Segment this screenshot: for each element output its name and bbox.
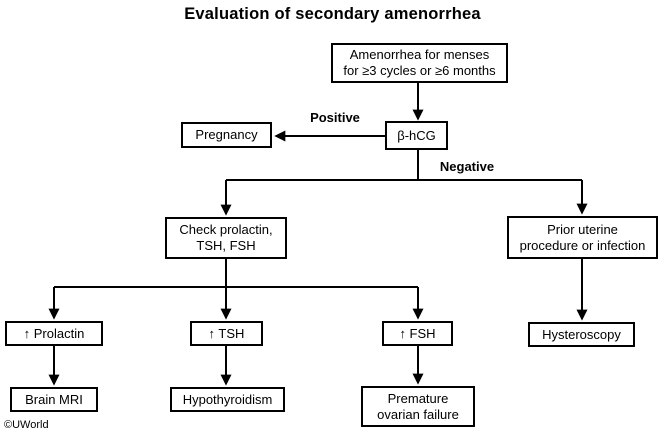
node-hysteroscopy: Hysteroscopy — [528, 322, 635, 347]
node-high-fsh-label: ↑ FSH — [399, 325, 436, 341]
edge-label-negative: Negative — [439, 159, 495, 174]
node-brain-mri-label: Brain MRI — [25, 391, 83, 407]
node-premature-ovarian-failure: Premature ovarian failure — [361, 386, 475, 427]
node-prior-uterine-procedure: Prior uterine procedure or infection — [507, 216, 658, 259]
node-pof-line1: Premature — [387, 390, 449, 406]
node-prior-uterine-line1: Prior uterine — [547, 221, 618, 237]
node-pregnancy: Pregnancy — [181, 122, 272, 148]
node-pregnancy-label: Pregnancy — [195, 127, 258, 142]
node-hypothyroidism: Hypothyroidism — [170, 387, 285, 412]
diagram-title: Evaluation of secondary amenorrhea — [184, 5, 481, 23]
node-pof-line2: ovarian failure — [377, 406, 459, 422]
node-high-tsh-label: ↑ TSH — [208, 325, 245, 341]
node-high-fsh: ↑ FSH — [382, 321, 453, 346]
node-hypothyroidism-label: Hypothyroidism — [182, 391, 273, 407]
node-beta-hcg: β-hCG — [385, 121, 448, 150]
copyright-watermark: ©UWorld — [4, 419, 49, 431]
node-amenorrhea-line1: Amenorrhea for menses — [349, 47, 490, 62]
node-check-prolactin-tsh-fsh: Check prolactin, TSH, FSH — [165, 217, 287, 259]
node-beta-hcg-label: β-hCG — [397, 127, 436, 143]
node-brain-mri: Brain MRI — [10, 387, 98, 412]
node-prior-uterine-line2: procedure or infection — [519, 237, 646, 253]
node-hysteroscopy-label: Hysteroscopy — [542, 326, 621, 342]
node-amenorrhea-duration: Amenorrhea for menses for ≥3 cycles or ≥… — [331, 43, 508, 83]
node-high-prolactin-label: ↑ Prolactin — [23, 325, 85, 341]
node-amenorrhea-line2: for ≥3 cycles or ≥6 months — [343, 63, 496, 78]
node-high-prolactin: ↑ Prolactin — [5, 321, 103, 346]
node-high-tsh: ↑ TSH — [190, 321, 263, 346]
edge-label-positive: Positive — [310, 110, 360, 125]
node-check-labs-line1: Check prolactin, — [179, 222, 273, 237]
node-check-labs-line2: TSH, FSH — [196, 238, 256, 253]
